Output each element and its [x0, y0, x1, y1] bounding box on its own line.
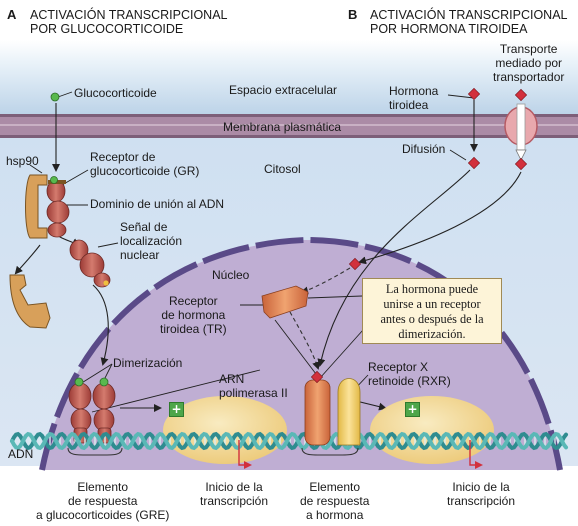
response-element-brackets: [67, 447, 359, 456]
panel-a-title: ACTIVACIÓN TRANSCRIPCIONAL POR GLUCOCORT…: [30, 8, 228, 36]
thyroid-hormone-molecules: [310, 87, 528, 384]
extracellular-region: [0, 40, 578, 115]
thyroid-hormone-receptor-label: Receptor de hormona tiroidea (TR): [160, 294, 227, 336]
dna-strand: [10, 431, 568, 451]
extracellular-space-label: Espacio extracelular: [229, 83, 338, 97]
free-tr-receptor: [261, 285, 309, 319]
glucocorticoid-label: Glucocorticoide: [74, 86, 157, 100]
cytosol-label: Citosol: [264, 162, 301, 176]
activated-gr: [69, 239, 111, 288]
gre-label: Elemento de respuesta a glucocorticoides…: [36, 480, 170, 522]
panel-b-title: ACTIVACIÓN TRANSCRIPCIONAL POR HORMONA T…: [370, 8, 568, 36]
thyroid-hormone-label: Hormona tiroidea: [389, 84, 439, 112]
retinoid-x-receptor-label: Receptor X retinoide (RXR): [368, 360, 451, 388]
plasma-membrane-label: Membrana plasmática: [223, 120, 342, 134]
dna-binding-domain-label: Dominio de unión al ADN: [90, 197, 225, 211]
panel-b-letter: B: [348, 7, 358, 22]
hormone-binding-callout: La hormona puede unirse a un receptor an…: [362, 278, 502, 344]
dna-label: ADN: [8, 447, 34, 461]
dimerization-label: Dimerización: [113, 356, 183, 370]
tr-rxr-dimer: [304, 378, 361, 446]
glucocorticoid-molecule: [50, 92, 60, 102]
rna-polymerase-label: ARN polimerasa II: [219, 372, 288, 400]
pathway-arrows: [14, 100, 522, 412]
hsp90-label: hsp90: [6, 154, 39, 168]
transcription-start-label-b: Inicio de la transcripción: [447, 480, 516, 508]
nuclear-localization-signal-label: Señal de localización nuclear: [120, 220, 183, 262]
activation-plus-icon-b: +: [405, 402, 420, 417]
dna-helix: [10, 431, 568, 451]
rna-polymerase-b: [370, 396, 494, 464]
glucocorticoid-receptor-label: Receptor de glucocorticoide (GR): [90, 150, 200, 178]
plasma-membrane: [0, 114, 578, 138]
hsp90-receptor-complex: [25, 174, 70, 239]
transcription-start-label-a: Inicio de la transcripción: [200, 480, 269, 508]
free-hsp90: [9, 274, 51, 329]
diffusion-label: Difusión: [402, 142, 446, 156]
nucleus-label: Núcleo: [212, 268, 250, 282]
transcription-start-arrows: [238, 440, 483, 469]
transporter-protein: [504, 103, 538, 161]
panel-a-letter: A: [7, 7, 17, 22]
hormone-response-element-label: Elemento de respuesta a hormona: [300, 480, 370, 522]
carrier-transport-label: Transporte mediado por transportador: [493, 42, 565, 84]
activation-plus-icon-a: +: [169, 402, 184, 417]
